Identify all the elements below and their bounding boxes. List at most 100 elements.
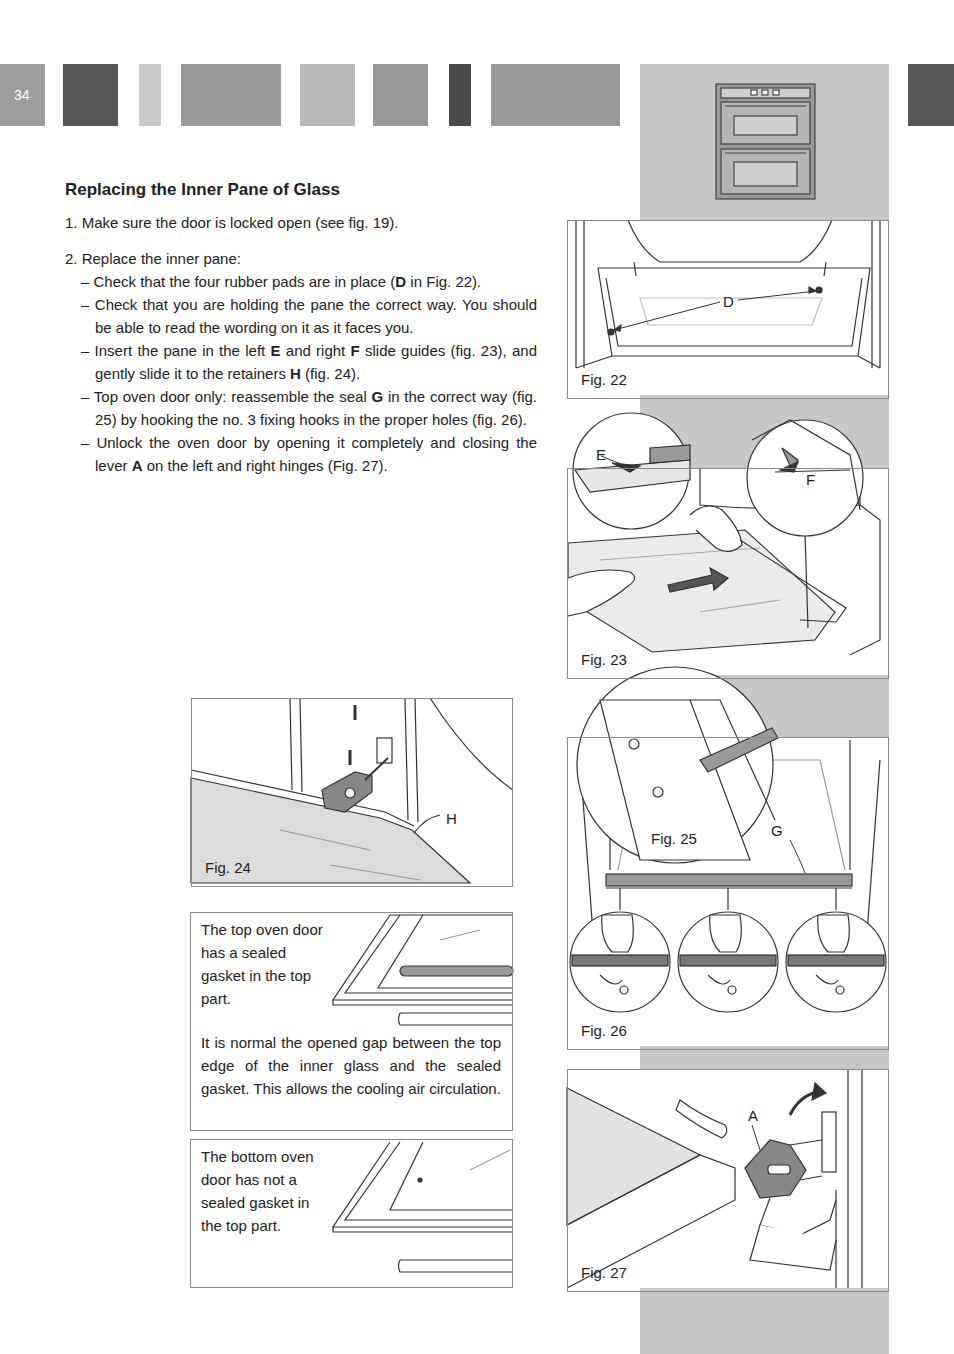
instruction-column: 1. Make sure the door is locked open (se…: [65, 211, 537, 477]
drawing-part: [573, 413, 689, 529]
drawing-part: [790, 840, 805, 873]
drawing-part: [575, 460, 690, 492]
drawing-part: [414, 815, 440, 833]
part-ref: G: [371, 388, 383, 405]
figure-frame: Fig. 27: [567, 1069, 889, 1292]
drawing-part: [790, 1140, 822, 1180]
drawing-part: [333, 915, 513, 1000]
drawing-part: [322, 772, 372, 812]
drawing-part: [377, 738, 392, 763]
drawing-part: [600, 700, 750, 860]
drawing-part: [418, 1178, 422, 1182]
drawing-part: [725, 152, 806, 153]
drawing-part: [768, 1165, 790, 1174]
oven-door-open-drawing: [576, 220, 880, 368]
figure-caption: Fig. 22: [581, 368, 701, 391]
drawing-part: [788, 955, 884, 966]
drawing-part: [728, 986, 736, 994]
drawing-part: [606, 887, 852, 888]
drawing-part: [716, 84, 815, 199]
drawing-part: [449, 64, 471, 126]
drawing-part: [750, 1225, 836, 1270]
figure-grounds: [190, 220, 889, 1288]
part-letter: E: [596, 446, 606, 464]
retainer-drawing: [191, 698, 513, 883]
drawing-part: [568, 570, 635, 616]
drawing-part: [725, 105, 806, 106]
drawing-part: [572, 955, 668, 966]
drawing-part: [365, 758, 388, 780]
drawing-part: [614, 291, 816, 330]
drawing-part: [752, 420, 860, 510]
part-letter: F: [806, 471, 815, 489]
figure-caption: Fig. 23: [581, 648, 701, 671]
drawing-part: [780, 462, 798, 472]
drawing-part: [836, 1069, 862, 1288]
drawing-part: [190, 912, 513, 1131]
text-run: – Top oven door only: reassemble the sea…: [81, 388, 371, 405]
drawing-part: [620, 986, 628, 994]
instruction-item: – Unlock the oven door by opening it com…: [65, 431, 537, 477]
figure-frame: Fig. 24: [191, 698, 513, 887]
text-run: and right: [281, 342, 351, 359]
drawing-part: [491, 64, 620, 126]
drawing-part: [628, 220, 832, 262]
oven-icon: [716, 84, 815, 199]
drawing-part: [606, 874, 852, 886]
part-ref: F: [351, 342, 360, 359]
figure-frame: Fig. 23: [567, 468, 889, 679]
drawing-part: [63, 64, 118, 126]
note-box: The top oven door has a sealed gasket in…: [190, 912, 513, 1131]
drawing-part: [576, 220, 880, 368]
drawing-part: [734, 162, 797, 186]
drawing-part: [751, 90, 757, 95]
text-run: 1. Make sure the door is locked open (se…: [65, 214, 399, 231]
drawing-part: [567, 220, 889, 395]
drawing-part: [606, 278, 862, 346]
figure-caption: Fig. 25: [651, 830, 697, 848]
hinge-lever-drawing: [567, 1069, 862, 1288]
drawing-part: [350, 705, 355, 765]
drawing-part: [721, 102, 810, 144]
drawing-part: [721, 88, 810, 98]
drawing-part: [752, 1125, 760, 1150]
text-run: – Check that you are holding the pane th…: [81, 296, 537, 336]
drawing-part: [634, 262, 826, 276]
drawing-part: [690, 506, 742, 551]
drawing-part: [650, 445, 690, 463]
drawing-part: [668, 568, 728, 592]
drawing-part: [773, 90, 779, 95]
drawing-part: [680, 955, 776, 966]
drawing-part: [191, 770, 414, 826]
drawing-part: [333, 915, 513, 1005]
drawing-part: [700, 728, 778, 772]
text-run: in Fig. 22).: [406, 273, 481, 290]
drawing-part: [747, 420, 863, 536]
pane-insertion-drawing: [568, 413, 880, 655]
part-ref: D: [395, 273, 406, 290]
part-ref: A: [132, 457, 143, 474]
drawing-part: [653, 787, 663, 797]
step-text: 2. Replace the inner pane:: [65, 247, 537, 270]
drawing-part: [181, 64, 281, 126]
drawing-part: [190, 1139, 513, 1288]
drawing-part: [816, 287, 822, 293]
note-text: The top oven door has a sealed gasket in…: [201, 918, 327, 1010]
drawing-part: [400, 966, 513, 976]
drawing-part: [0, 64, 45, 126]
drawing-part: [762, 90, 768, 95]
drawing-part: [280, 830, 420, 880]
drawing-part: [399, 1013, 514, 1025]
instruction-item: – Top oven door only: reassemble the sea…: [65, 385, 537, 431]
note-box: The bottom oven door has not a sealed ga…: [190, 1139, 513, 1288]
drawing-part: [908, 64, 954, 126]
drawing-part: [620, 888, 836, 910]
drawing-part: [602, 915, 850, 952]
drawing-part: [430, 698, 513, 790]
seal-fitting-drawing: [570, 667, 886, 1012]
drawing-part: [598, 268, 870, 356]
drawing-part: [836, 986, 844, 994]
drawing-part: [600, 975, 838, 984]
